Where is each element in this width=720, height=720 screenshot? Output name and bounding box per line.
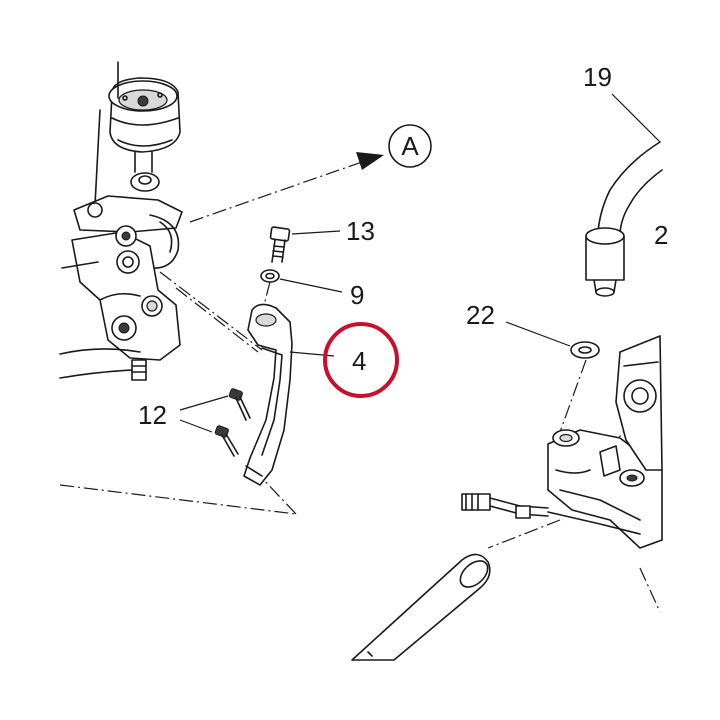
- callout-2-partial: 2: [654, 220, 668, 250]
- callout-19: 19: [583, 62, 612, 92]
- part-12-screws: [179, 388, 251, 457]
- part-13-bolt: [269, 226, 341, 263]
- handlebar-tube: [351, 553, 491, 661]
- callout-13: 13: [346, 216, 375, 246]
- callout-4: 4: [352, 346, 366, 376]
- reference-a-label: A: [401, 131, 419, 161]
- callout-12: 12: [138, 400, 167, 430]
- master-cylinder-assembly: [59, 61, 183, 381]
- arrow-a-head: [356, 152, 384, 170]
- part-4-guard: [243, 303, 335, 486]
- callout-9: 9: [350, 280, 364, 310]
- highlight-ring: [323, 322, 399, 398]
- caliper-assembly: [461, 335, 663, 549]
- brake-hose-19: [585, 93, 663, 297]
- callout-22: 22: [466, 300, 495, 330]
- part-22-washer: [505, 321, 600, 359]
- reference-a-callout: A: [388, 124, 432, 168]
- part-9-washer: [260, 269, 343, 293]
